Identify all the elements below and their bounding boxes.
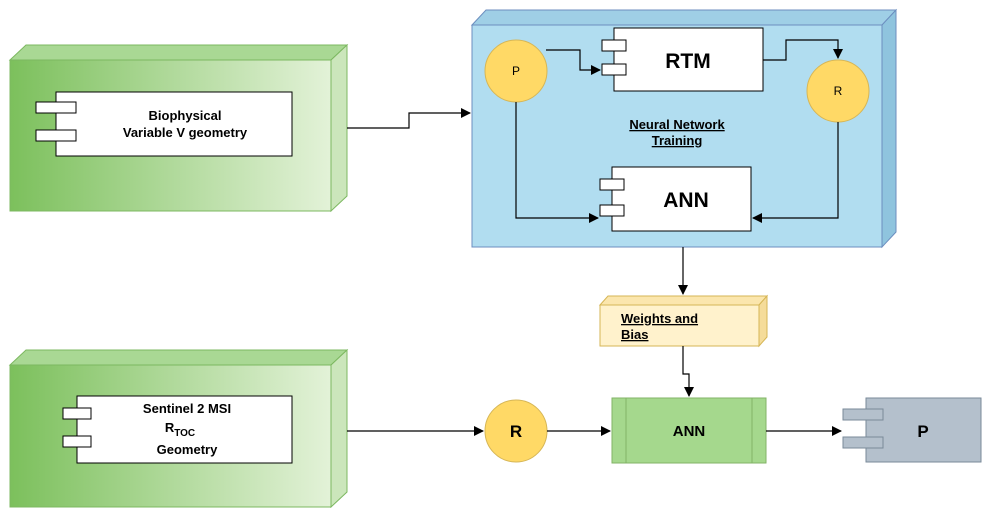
sentinel-rtoc-main: R: [165, 420, 175, 435]
ann-top-label: ANN: [663, 189, 709, 212]
rtm-component[interactable]: RTM: [601, 27, 764, 92]
sentinel-block[interactable]: Sentinel 2 MSI RTOC Geometry: [8, 348, 349, 508]
biophysical-label-1: Biophysical: [149, 108, 222, 123]
training-label-1: Neural Network: [629, 117, 725, 132]
ann-component-top[interactable]: ANN: [599, 166, 752, 232]
edge-rtm-to-r: [763, 39, 843, 61]
r-circle-bottom-label: R: [510, 422, 522, 441]
weights-label-2: Bias: [621, 327, 648, 342]
edge-r-to-ann: [752, 122, 839, 223]
p-circle-top[interactable]: P: [484, 39, 548, 103]
sentinel-label-3: Geometry: [157, 442, 218, 457]
biophysical-label-2: Variable V geometry: [123, 125, 248, 140]
r-circle-top-label: R: [834, 84, 843, 98]
p-circle-top-label: P: [512, 64, 520, 78]
edge-p-to-ann: [515, 102, 599, 223]
edge-biophysical-to-training: [347, 108, 471, 129]
edge-weights-to-ann: [682, 346, 694, 397]
r-circle-bottom[interactable]: R: [484, 399, 548, 463]
weights-label-1: Weights and: [621, 311, 698, 326]
ann-process-bottom[interactable]: ANN: [611, 397, 767, 464]
weights-bias-block[interactable]: Weights and Bias: [598, 294, 769, 348]
p-component-bottom[interactable]: P: [842, 397, 982, 463]
sentinel-rtoc-sub: TOC: [174, 428, 195, 439]
edge-p-to-rtm: [546, 49, 601, 75]
sentinel-component: Sentinel 2 MSI RTOC Geometry: [62, 395, 293, 464]
r-circle-top[interactable]: R: [806, 59, 870, 123]
sentinel-label-1: Sentinel 2 MSI: [143, 401, 231, 416]
biophysical-component: Biophysical Variable V geometry: [35, 91, 293, 157]
biophysical-block[interactable]: Biophysical Variable V geometry: [8, 43, 349, 213]
sentinel-rtoc-label: RTOC: [165, 420, 195, 439]
training-label-2: Training: [652, 133, 703, 148]
ann-bottom-label: ANN: [673, 423, 706, 440]
connectors: [347, 39, 843, 436]
p-bottom-label: P: [917, 422, 928, 441]
rtm-label: RTM: [665, 50, 711, 73]
